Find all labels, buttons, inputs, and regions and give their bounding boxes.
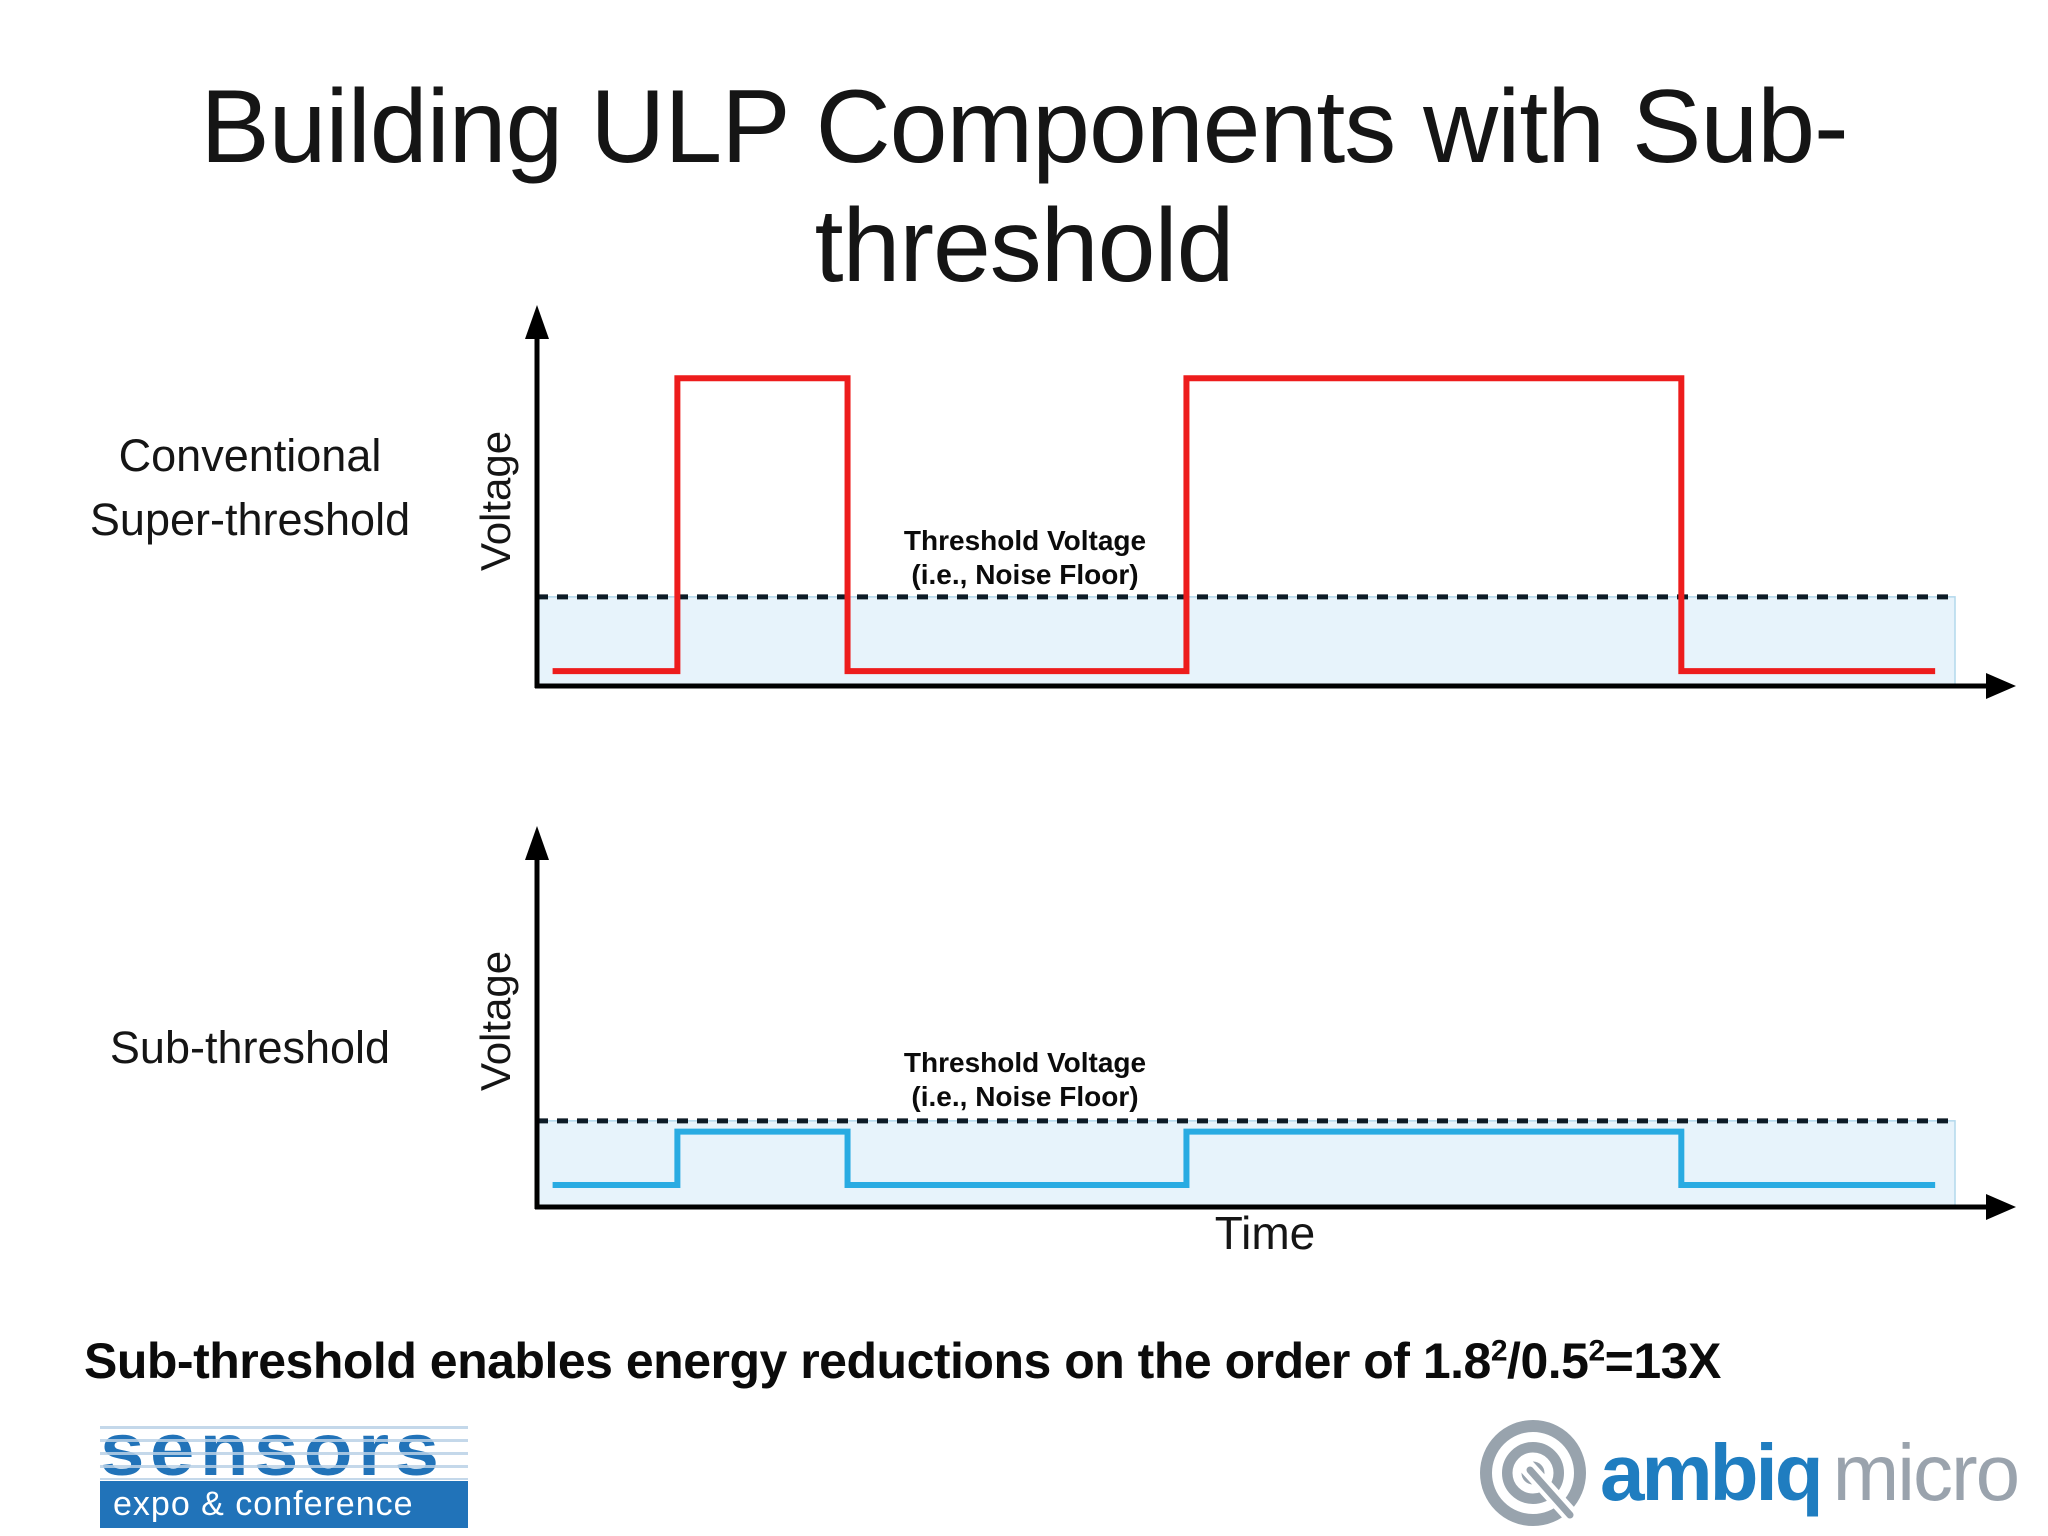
- sensors-expo-logo: sensors expo & conference: [100, 1414, 468, 1528]
- ambiq-spiral-mark-icon: [1480, 1420, 1586, 1528]
- chart-sub-threshold: [525, 826, 2016, 1220]
- threshold-voltage-annotation-top: Threshold Voltage (i.e., Noise Floor): [903, 525, 1147, 591]
- footer-superscript: 2: [1588, 1334, 1605, 1368]
- footer-text-part: =13X: [1604, 1333, 1722, 1389]
- label-sub-threshold: Sub-threshold: [109, 1022, 391, 1073]
- sensors-logo-tagline-bar: expo & conference: [100, 1481, 468, 1528]
- footer-text-part: /0.5: [1507, 1333, 1589, 1389]
- sensors-logo-wordmark: sensors: [100, 1414, 468, 1481]
- footer-statement: Sub-threshold enables energy reductions …: [84, 1332, 2004, 1390]
- sensors-logo-tagline: expo & conference: [113, 1485, 414, 1523]
- footer-text-part: Sub-threshold enables energy reductions …: [84, 1333, 1491, 1389]
- ambiq-logo-word: ambiq: [1600, 1428, 1824, 1517]
- footer-superscript: 2: [1490, 1334, 1508, 1368]
- slide-title: Building ULP Components with Sub-thresho…: [200, 69, 1848, 304]
- label-conventional-super-threshold: Conventional Super-threshold: [89, 430, 411, 545]
- ambiq-logo-word-micro: micro: [1832, 1428, 2021, 1517]
- x-axis-label-time: Time: [1214, 1207, 1316, 1259]
- y-axis-label-voltage-top: Voltage: [472, 430, 519, 572]
- y-axis-label-voltage-bottom: Voltage: [472, 950, 519, 1092]
- chart-conventional-super-threshold: [525, 305, 2016, 699]
- threshold-voltage-annotation-bottom: Threshold Voltage (i.e., Noise Floor): [903, 1047, 1147, 1113]
- ambiq-micro-logo: ambiq micro: [1478, 1412, 2044, 1534]
- sensors-logo-word: sensors: [100, 1414, 445, 1481]
